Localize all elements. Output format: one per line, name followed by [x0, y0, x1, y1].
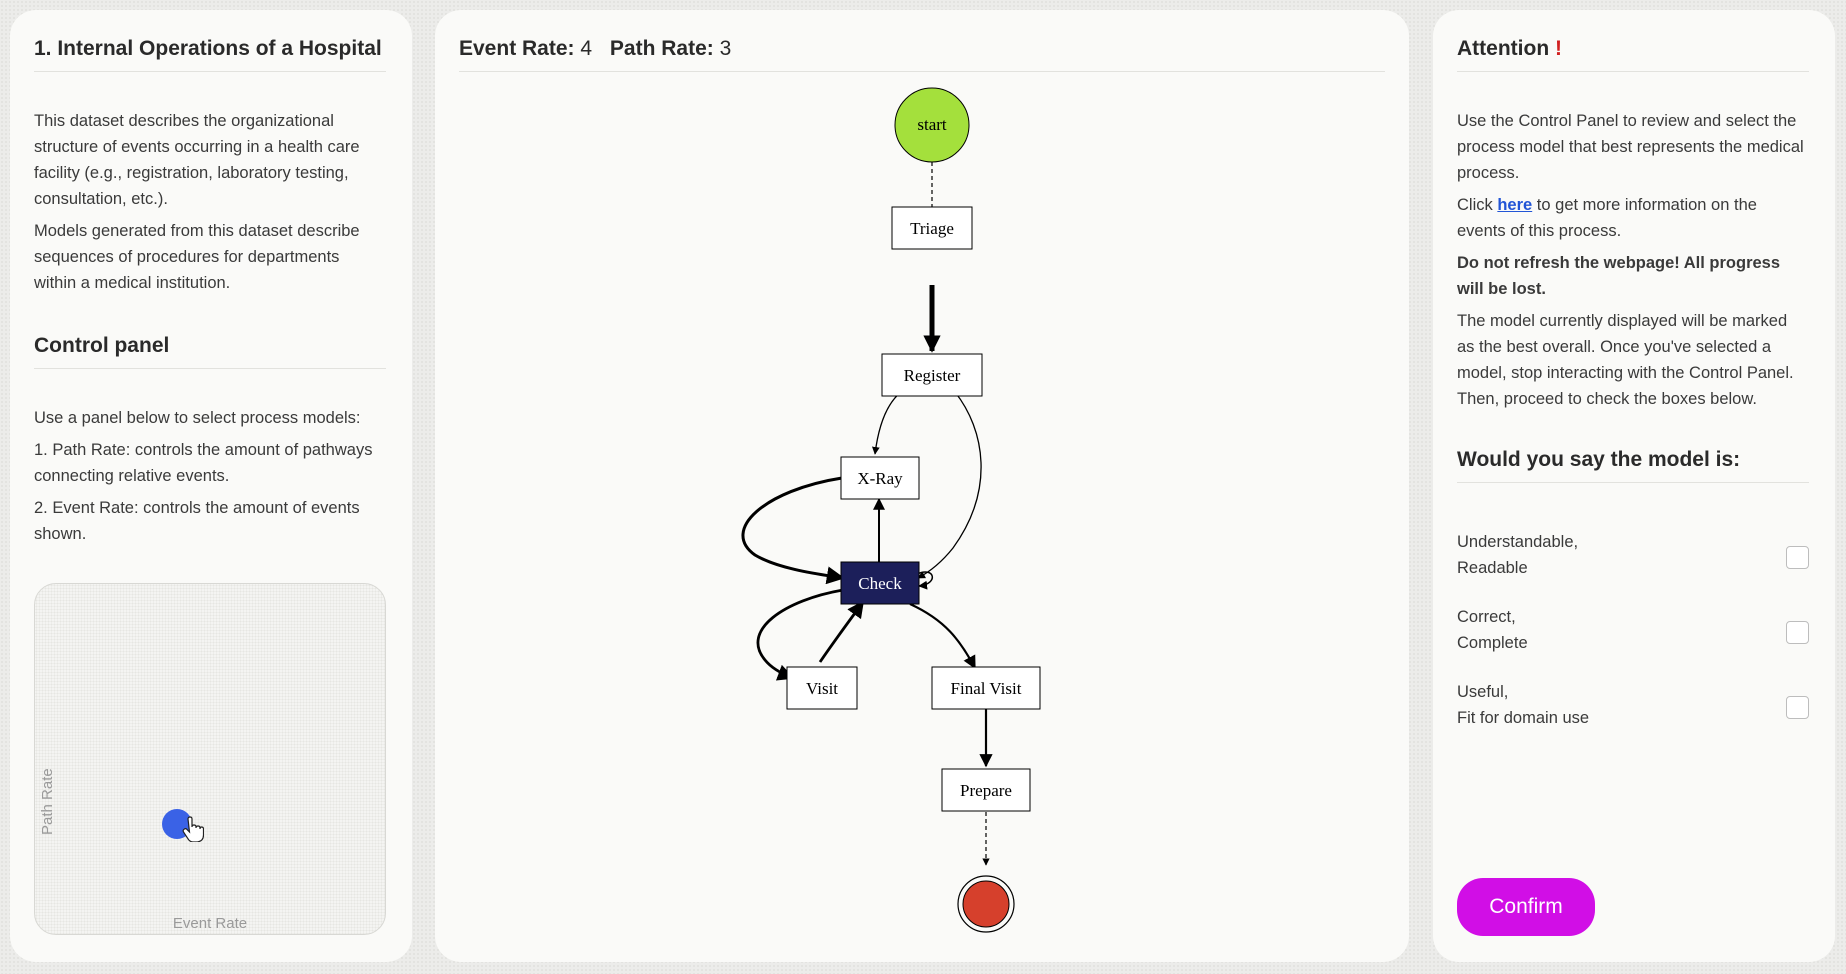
edge-xray-check	[741, 476, 845, 585]
center-panel: Event Rate: 4 Path Rate: 3	[435, 10, 1409, 962]
edge-register-xray	[872, 391, 902, 455]
question-line: Understandable,	[1457, 533, 1579, 551]
correct-checkbox[interactable]	[1786, 621, 1809, 644]
info-link-prefix: Click	[1457, 196, 1493, 214]
question-line: Fit for domain use	[1457, 709, 1590, 727]
question-understandable-text: Understandable, Readable	[1457, 529, 1707, 581]
dataset-title: 1. Internal Operations of a Hospital	[34, 37, 386, 72]
start-node: start	[894, 87, 970, 163]
node-prepare: Prepare	[941, 768, 1031, 812]
question-correct: Correct, Complete	[1457, 604, 1809, 660]
attention-text: Use the Control Panel to review and sele…	[1457, 108, 1809, 418]
confirm-button[interactable]: Confirm	[1457, 878, 1595, 936]
node-visit: Visit	[786, 666, 858, 710]
useful-checkbox[interactable]	[1786, 696, 1809, 719]
node-prepare-label: Prepare	[960, 781, 1012, 800]
node-xray-label: X-Ray	[857, 469, 903, 488]
question-correct-text: Correct, Complete	[1457, 604, 1707, 656]
node-final-visit-label: Final Visit	[951, 679, 1022, 698]
edge-check-self	[916, 571, 933, 590]
edge-check-final-visit	[909, 602, 976, 670]
node-check-label: Check	[858, 574, 902, 593]
control-intro: Use a panel below to select process mode…	[34, 409, 361, 427]
question-understandable: Understandable, Readable	[1457, 529, 1809, 585]
node-triage-label: Triage	[910, 219, 954, 238]
control-panel-title: Control panel	[34, 334, 386, 369]
dataset-desc-paragraph: Models generated from this dataset descr…	[34, 222, 360, 292]
event-rate-label: Event Rate:	[459, 37, 575, 60]
pad-y-axis-label: Path Rate	[39, 768, 56, 836]
control-panel-description: Use a panel below to select process mode…	[34, 405, 386, 553]
question-line: Complete	[1457, 634, 1528, 652]
right-panel: Attention ! Use the Control Panel to rev…	[1433, 10, 1835, 962]
dataset-description: This dataset describes the organizationa…	[34, 108, 386, 302]
event-rate-value: 4	[580, 37, 593, 60]
control-item-path-rate: 1. Path Rate: controls the amount of pat…	[34, 441, 373, 485]
attention-mark: !	[1555, 37, 1562, 60]
pad-x-axis-label: Event Rate	[172, 915, 248, 932]
path-rate-label: Path Rate:	[609, 37, 714, 60]
refresh-warning: Do not refresh the webpage! All progress…	[1457, 254, 1781, 298]
node-final-visit: Final Visit	[931, 666, 1041, 710]
info-link-paragraph: Click here to get more information on th…	[1457, 192, 1809, 244]
node-visit-label: Visit	[806, 679, 838, 698]
attention-title-text: Attention	[1457, 37, 1550, 60]
attention-title: Attention !	[1457, 37, 1809, 72]
question-line: Correct,	[1457, 608, 1516, 626]
process-model-graph: start Triage Register X-Ray Check Visit …	[741, 87, 1041, 933]
rate-selection-pad[interactable]: Path Rate Event Rate	[34, 583, 386, 935]
edge-visit-check	[818, 600, 865, 663]
path-rate-value: 3	[719, 37, 732, 60]
understandable-checkbox[interactable]	[1786, 546, 1809, 569]
info-link-suffix: to get more information on the events of…	[1457, 196, 1757, 240]
end-node	[957, 875, 1015, 933]
info-link[interactable]: here	[1497, 196, 1533, 214]
node-triage: Triage	[891, 206, 973, 250]
edge-register-check	[917, 391, 982, 579]
question-useful-text: Useful, Fit for domain use	[1457, 679, 1707, 731]
node-register-label: Register	[904, 366, 961, 385]
control-item-event-rate: 2. Event Rate: controls the amount of ev…	[34, 499, 360, 543]
node-register: Register	[881, 353, 983, 397]
question-line: Readable	[1457, 559, 1528, 577]
question-line: Useful,	[1457, 683, 1509, 701]
graph-edges	[741, 162, 993, 866]
node-check: Check	[840, 561, 920, 605]
hand-pointer-icon	[182, 816, 204, 842]
start-label: start	[917, 115, 947, 134]
question-title: Would you say the model is:	[1457, 448, 1809, 483]
attention-paragraph: Use the Control Panel to review and sele…	[1457, 112, 1804, 182]
attention-paragraph: The model currently displayed will be ma…	[1457, 312, 1794, 408]
rates-header: Event Rate: 4 Path Rate: 3	[459, 37, 1385, 72]
left-panel: 1. Internal Operations of a Hospital Thi…	[10, 10, 412, 962]
edge-check-visit	[756, 588, 844, 681]
question-useful: Useful, Fit for domain use	[1457, 679, 1809, 735]
node-xray: X-Ray	[840, 456, 920, 500]
dataset-desc-paragraph: This dataset describes the organizationa…	[34, 112, 360, 208]
